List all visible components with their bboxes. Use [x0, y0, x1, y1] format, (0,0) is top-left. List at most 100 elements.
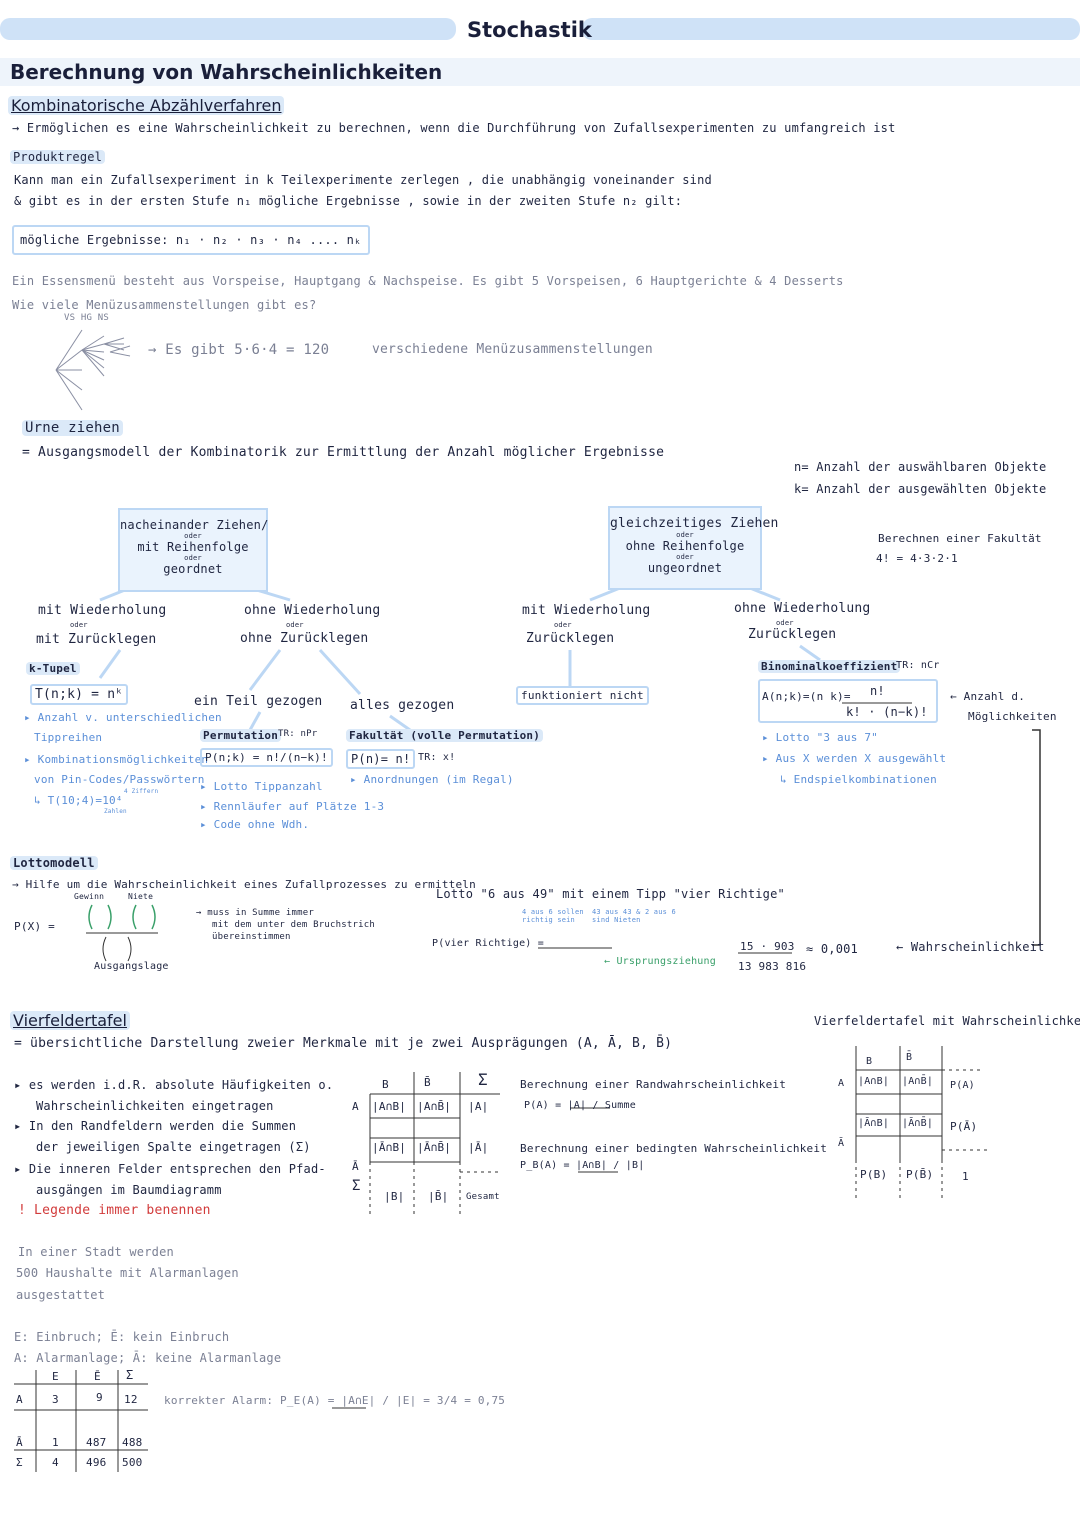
lotto-sub2: 43 aus 43 & 2 aus 6 sind Nieten	[592, 908, 676, 924]
urne-right-box: gleichzeitiges Ziehen oder ohne Reihenfo…	[608, 506, 778, 590]
t2-cell: A	[838, 1078, 845, 1089]
col1-formula: T(n;k) = nᵏ	[30, 684, 129, 705]
stadt-line: In einer Stadt werden	[18, 1245, 174, 1259]
vft-bullet: Wahrscheinlichkeiten eingetragen	[36, 1099, 274, 1113]
stadt-cell: A	[16, 1393, 23, 1406]
t2-cell: P(Ā)	[950, 1120, 978, 1133]
col2-fak-note: ▸ Anordnungen (im Regal)	[350, 773, 514, 786]
col1-oder: oder	[70, 621, 88, 629]
header-bar-right	[582, 18, 1080, 40]
lotto-w: ← Wahrscheinlichkeit	[896, 940, 1045, 954]
col4-formula: A(n;k)=(n k)=	[762, 690, 851, 703]
lotto-ausgang: Ausgangslage	[94, 961, 169, 972]
beispiel-result2: verschiedene Menüzusammenstellungen	[372, 342, 653, 357]
col3-t1: mit Wiederholung	[522, 603, 651, 618]
col2-teil: ein Teil gezogen	[194, 694, 323, 709]
stadt-h: Σ	[126, 1368, 134, 1382]
col2-alles: alles gezogen	[350, 698, 455, 713]
t1-h: Σ	[478, 1070, 488, 1089]
lotto-approx: ≈ 0,001	[806, 942, 858, 956]
col1-tiny: Zahlen	[104, 808, 127, 815]
box-oder: oder	[676, 531, 694, 539]
box-line: ungeordnet	[647, 561, 723, 575]
stadt-line: ausgestattet	[16, 1288, 106, 1302]
col1-tiny: 4 Ziffern	[124, 788, 159, 795]
box-oder: oder	[184, 554, 202, 562]
box-line: geordnet	[163, 562, 223, 576]
col4-binom: Binominalkoeffizient	[758, 660, 901, 673]
beispiel-result: → Es gibt 5·6·4 = 120	[148, 342, 330, 358]
col1-t2: mit Zurücklegen	[36, 632, 157, 647]
t1-cell: |A∩B|	[372, 1100, 407, 1113]
col2-note: ▸ Code ohne Wdh.	[200, 818, 310, 831]
vft-bullet: der jeweiligen Spalte eingetragen (Σ)	[36, 1140, 311, 1154]
lotto-res-num: 15 · 903	[740, 940, 795, 953]
t2-cell: P(A)	[950, 1080, 975, 1091]
box-line: mit Reihenfolge	[137, 540, 249, 554]
urne-desc: = Ausgangsmodell der Kombinatorik zur Er…	[22, 445, 665, 460]
t1-cell: Ā	[352, 1160, 359, 1173]
kombi-intro: → Ermöglichen es eine Wahrscheinlichkeit…	[12, 121, 896, 135]
lotto-ursprung: ← Ursprungsziehung	[604, 956, 716, 967]
stadt-h: E	[52, 1370, 59, 1383]
stadt-calc: korrekter Alarm: P_E(A) = |A∩E| / |E| = …	[164, 1394, 506, 1407]
stadt-leg1: E: Einbruch; Ē: kein Einbruch	[14, 1330, 230, 1344]
t1-cell: |Ā∩B̄|	[417, 1141, 452, 1154]
col4-binom-tr: TR: nCr	[896, 660, 940, 671]
box-oder: oder	[184, 532, 202, 540]
t1-cell: |A|	[468, 1100, 489, 1113]
stadt-cell: 3	[52, 1393, 59, 1406]
col1-tupel: k-Tupel	[26, 662, 80, 675]
lotto-title: Lottomodell	[10, 856, 98, 870]
fakultaet-note-2: 4! = 4·3·2·1	[876, 552, 958, 565]
col1-note: ▸ Kombinationsmöglichkeiten	[24, 753, 209, 766]
lotto-gewinn: Gewinn	[74, 892, 105, 901]
stadt-leg2: A: Alarmanlage; Ā: keine Alarmanlage	[14, 1351, 282, 1365]
col4-note: ↳ Endspielkombinationen	[780, 773, 937, 786]
lotto-note: → muss in Summe immer	[196, 908, 314, 918]
section-title: Berechnung von Wahrscheinlichkeiten	[10, 60, 443, 84]
col1-note: ↳ T(10;4)=10⁴	[34, 794, 123, 807]
beispiel-labels: VS HG NS	[64, 313, 109, 323]
stadt-cell: 9	[96, 1391, 103, 1404]
vft-rand-1: Berechnung einer Randwahrscheinlichkeit	[520, 1078, 787, 1091]
col2-perm: Permutation	[200, 729, 282, 742]
vft-bullet: ▸ In den Randfeldern werden die Summen	[14, 1119, 297, 1133]
col1-note: Tippreihen	[34, 731, 103, 744]
t2-cell: |Ā∩B|	[858, 1118, 890, 1129]
fakultaet-note-1: Berechnen einer Fakultät	[878, 532, 1042, 545]
urne-legend-k: k= Anzahl der ausgewählten Objekte	[794, 482, 1047, 496]
col3-t2: Zurücklegen	[526, 631, 615, 646]
col3-oder: oder	[554, 621, 572, 629]
t1-cell: A	[352, 1100, 359, 1113]
col4-num: n!	[870, 684, 885, 698]
t1-h: B̄	[424, 1076, 431, 1089]
section-title-bar	[0, 58, 1080, 86]
produktregel-formula: mögliche Ergebnisse: n₁ · n₂ · n₃ · n₄ .…	[12, 225, 370, 255]
t2-h: B	[866, 1056, 873, 1067]
box-oder: oder	[676, 553, 694, 561]
col2-fak-tr: TR: x!	[418, 752, 456, 763]
t1-cell: |A∩B̄|	[417, 1100, 452, 1113]
stadt-cell: 4	[52, 1456, 59, 1469]
col1-note: von Pin-Codes/Passwörtern	[34, 773, 205, 786]
col1-note: ▸ Anzahl v. unterschiedlichen	[24, 711, 222, 724]
vft-rand-2: P(A) = |A| / Summe	[524, 1100, 636, 1111]
urne-title: Urne ziehen	[22, 420, 123, 436]
vft-bullet: ▸ es werden i.d.R. absolute Häufigkeiten…	[14, 1078, 334, 1092]
t1-cell: |Ā|	[468, 1141, 489, 1154]
col2-oder: oder	[286, 621, 304, 629]
stadt-line: 500 Haushalte mit Alarmanlagen	[16, 1266, 239, 1280]
lotto-res-den: 13 983 816	[738, 960, 807, 973]
lotto-niete: Niete	[128, 892, 154, 901]
vft-bullet: ▸ Die inneren Felder entsprechen den Pfa…	[14, 1162, 326, 1176]
header-bar-left	[0, 18, 456, 40]
t1-cell: |B|	[384, 1190, 405, 1203]
box-line: ohne Reihenfolge	[625, 539, 745, 553]
col2-t2: ohne Zurücklegen	[240, 631, 369, 646]
col4-arrow-note: Möglichkeiten	[968, 710, 1057, 723]
t1-cell: Gesamt	[466, 1192, 500, 1202]
stadt-cell: 1	[52, 1436, 59, 1449]
col4-note: ▸ Lotto "3 aus 7"	[762, 731, 878, 744]
col2-fak: Fakultät (volle Permutation)	[346, 729, 544, 742]
